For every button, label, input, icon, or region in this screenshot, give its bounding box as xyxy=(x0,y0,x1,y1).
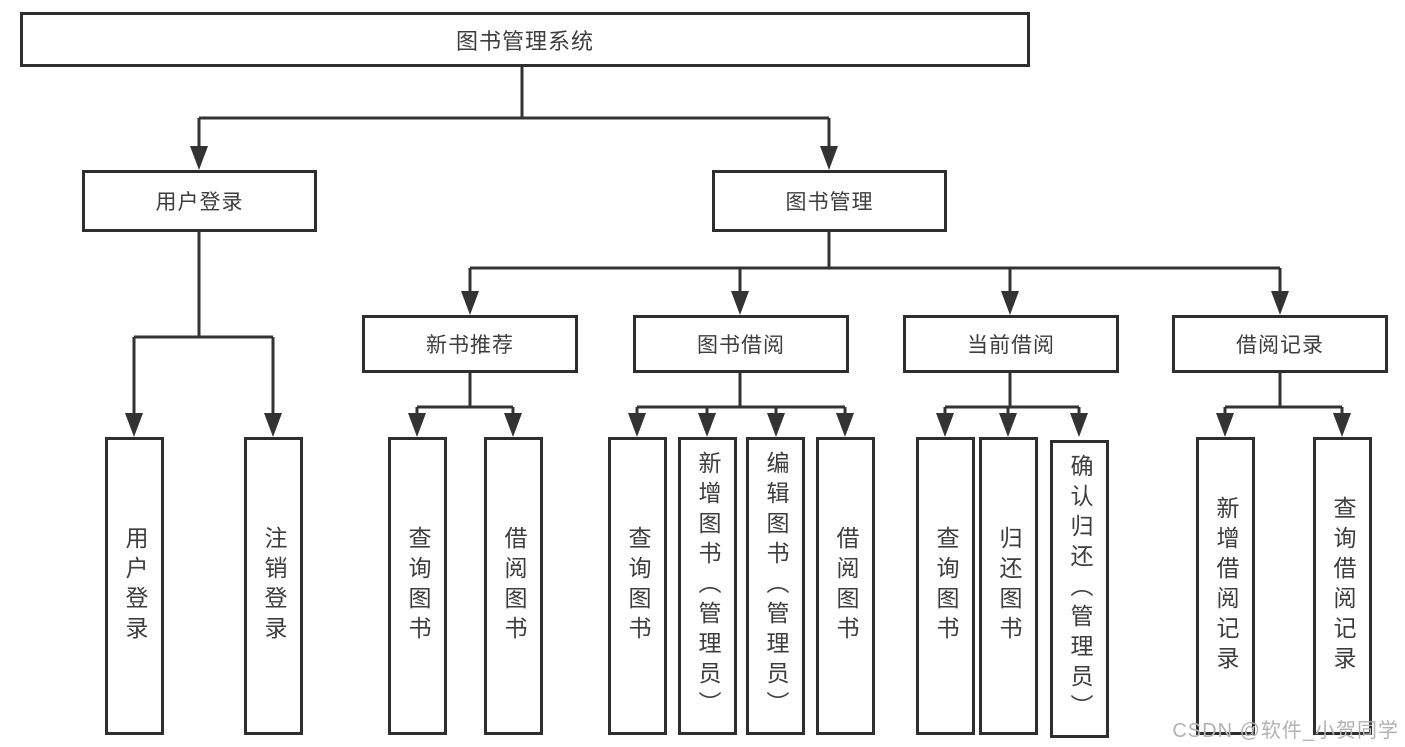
node-leaf-query-books-recommend: 查询图书 xyxy=(388,437,447,735)
node-leaf-add-borrow-record: 新增借阅记录 xyxy=(1196,437,1255,735)
node-leaf-borrow-books: 借阅图书 xyxy=(816,437,875,735)
node-new-book-recommend: 新书推荐 xyxy=(362,315,578,373)
node-book-borrow-label: 图书借阅 xyxy=(697,334,785,357)
node-leaf-return-books-label: 归还图书 xyxy=(996,526,1022,646)
node-leaf-user-login-label: 用户登录 xyxy=(122,526,148,646)
csdn-watermark: CSDN @软件_小贺同学 xyxy=(1172,720,1399,742)
node-current-borrow: 当前借阅 xyxy=(903,315,1119,373)
node-leaf-query-books-current: 查询图书 xyxy=(916,437,975,735)
node-user-login-label: 用户登录 xyxy=(155,191,244,214)
node-leaf-query-books-borrow: 查询图书 xyxy=(608,437,667,735)
node-leaf-add-borrow-record-label: 新增借阅记录 xyxy=(1213,496,1239,676)
node-borrow-records: 借阅记录 xyxy=(1172,315,1388,373)
node-leaf-borrow-books-recommend-label: 借阅图书 xyxy=(501,526,527,646)
node-user-login: 用户登录 xyxy=(82,170,317,232)
node-leaf-add-books-admin-label: 新增图书（管理员） xyxy=(695,451,721,721)
node-leaf-query-books-borrow-label: 查询图书 xyxy=(625,526,651,646)
node-leaf-return-books: 归还图书 xyxy=(979,437,1038,735)
node-book-management: 图书管理 xyxy=(712,170,947,232)
node-root-system: 图书管理系统 xyxy=(20,12,1030,67)
node-leaf-user-login: 用户登录 xyxy=(105,437,164,735)
arrowheads xyxy=(125,146,1351,437)
node-book-management-label: 图书管理 xyxy=(785,191,874,214)
node-leaf-confirm-return-admin-label: 确认归还（管理员） xyxy=(1067,454,1093,724)
node-leaf-query-borrow-record: 查询借阅记录 xyxy=(1313,437,1372,735)
node-leaf-confirm-return-admin: 确认归还（管理员） xyxy=(1050,440,1109,738)
node-leaf-borrow-books-recommend: 借阅图书 xyxy=(484,437,543,735)
node-leaf-borrow-books-label: 借阅图书 xyxy=(833,526,859,646)
node-leaf-edit-books-admin: 编辑图书（管理员） xyxy=(746,437,805,735)
node-new-book-recommend-label: 新书推荐 xyxy=(426,334,514,357)
node-leaf-query-books-recommend-label: 查询图书 xyxy=(405,526,431,646)
node-leaf-logout-login: 注销登录 xyxy=(244,437,303,735)
node-book-borrow: 图书借阅 xyxy=(633,315,849,373)
node-root-system-label: 图书管理系统 xyxy=(455,28,594,54)
node-leaf-logout-login-label: 注销登录 xyxy=(261,526,287,646)
node-current-borrow-label: 当前借阅 xyxy=(967,334,1055,357)
node-leaf-edit-books-admin-label: 编辑图书（管理员） xyxy=(763,451,789,721)
node-borrow-records-label: 借阅记录 xyxy=(1236,334,1324,357)
node-leaf-query-borrow-record-label: 查询借阅记录 xyxy=(1330,496,1356,676)
node-leaf-add-books-admin: 新增图书（管理员） xyxy=(678,437,737,735)
node-leaf-query-books-current-label: 查询图书 xyxy=(933,526,959,646)
